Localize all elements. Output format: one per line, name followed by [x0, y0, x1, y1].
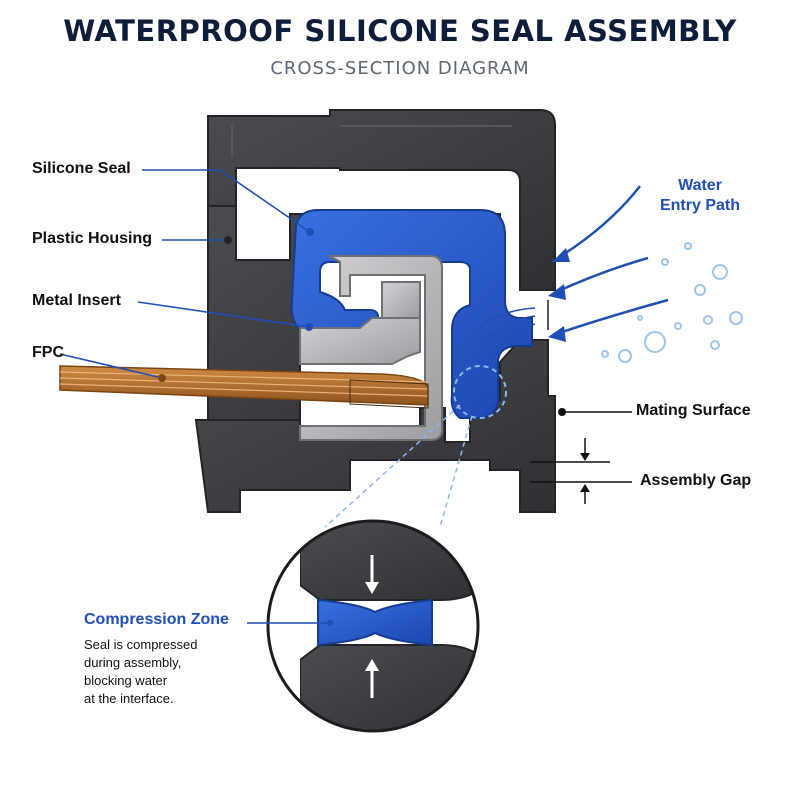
gap-markers — [558, 408, 590, 492]
label-metal-insert: Metal Insert — [32, 292, 121, 309]
water-entry-line-1: Water — [678, 177, 722, 194]
label-assembly-gap: Assembly Gap — [640, 472, 752, 489]
label-silicone-seal: Silicone Seal — [32, 160, 131, 177]
label-mating-surface: Mating Surface — [636, 402, 751, 419]
plastic-housing — [194, 109, 556, 513]
interface-highlight — [453, 365, 507, 419]
compression-leader-dot — [327, 620, 333, 626]
diagram-subtitle: CROSS-SECTION DIAGRAM — [270, 58, 530, 79]
zoom-circle-border — [266, 519, 480, 733]
compression-zone-description: Seal is compressed during assembly, bloc… — [84, 636, 254, 708]
compressed-seal — [317, 598, 433, 647]
water-arrowheads — [548, 248, 570, 342]
zoom-connector-left — [324, 404, 461, 528]
label-water-entry-path: Water Entry Path — [640, 176, 760, 216]
water-droplets — [601, 242, 743, 363]
cz-desc-line-2: during assembly, — [84, 655, 182, 670]
cz-desc-line-4: at the interface. — [84, 691, 174, 706]
leader-dots — [158, 228, 314, 382]
gap-indicators — [530, 411, 632, 504]
water-entry-arrows — [475, 185, 669, 361]
cz-desc-line-3: blocking water — [84, 673, 168, 688]
cz-desc-line-1: Seal is compressed — [84, 637, 198, 652]
leader-lines — [59, 169, 311, 379]
zoom-connector-right — [439, 415, 473, 528]
label-fpc: FPC — [32, 344, 64, 361]
metal-insert — [299, 255, 443, 441]
water-entry-line-2: Entry Path — [659, 197, 740, 214]
diagram-title: WATERPROOF SILICONE SEAL ASSEMBLY — [63, 14, 737, 48]
label-plastic-housing: Plastic Housing — [32, 230, 153, 247]
compression-arrows — [365, 555, 379, 698]
compression-zone-title: Compression Zone — [84, 611, 229, 628]
